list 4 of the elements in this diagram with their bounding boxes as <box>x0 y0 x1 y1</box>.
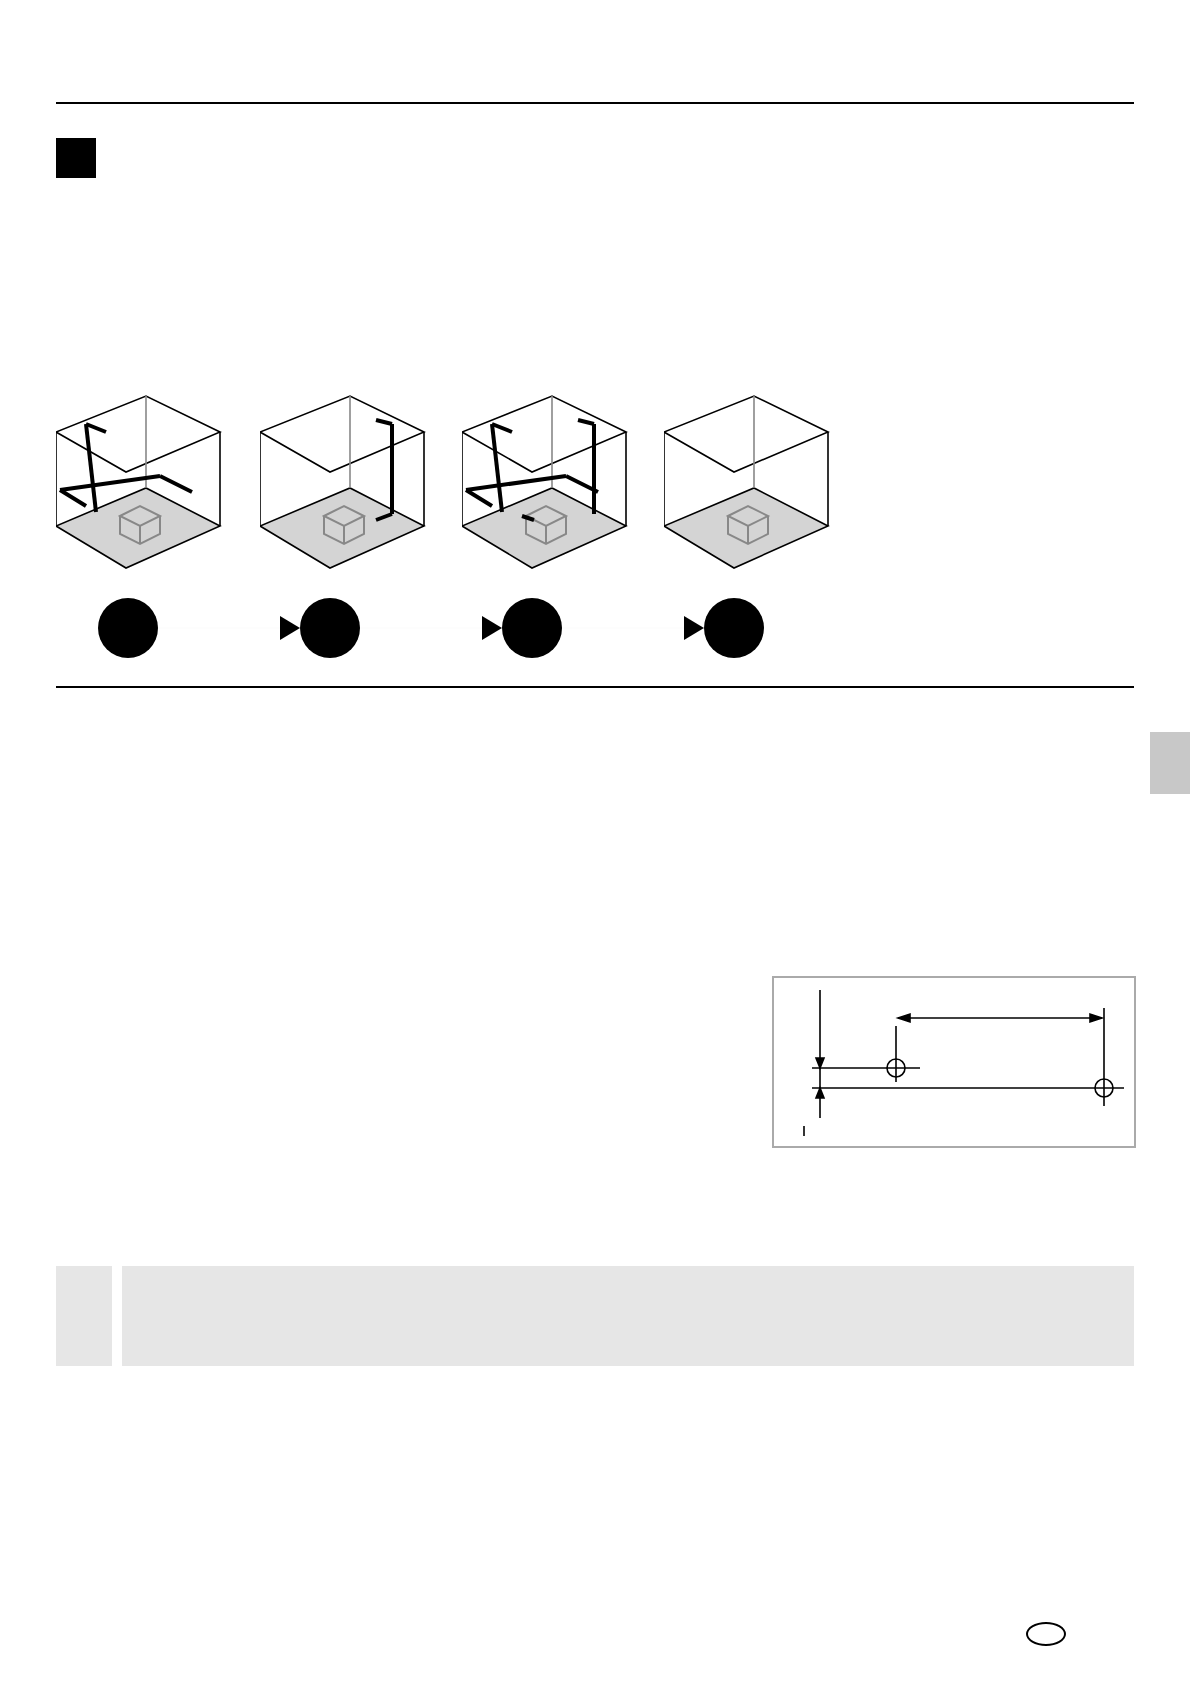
step-circle <box>502 598 562 658</box>
step-circle <box>98 598 158 658</box>
step-circle <box>300 598 360 658</box>
step-circle <box>704 598 764 658</box>
